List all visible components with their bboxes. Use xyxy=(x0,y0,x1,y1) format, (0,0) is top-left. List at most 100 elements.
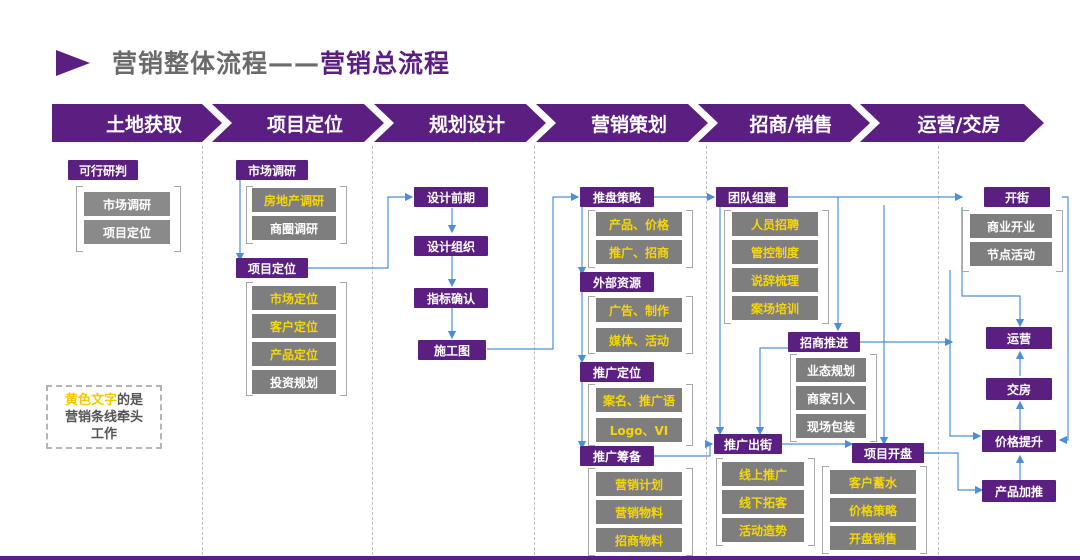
bracket xyxy=(724,210,731,324)
bracket xyxy=(808,458,815,546)
col4-item: 案名、推广语 xyxy=(596,388,682,412)
bracket xyxy=(822,210,829,324)
col6-item: 节点活动 xyxy=(970,242,1052,266)
col4-header: 推盘策略 xyxy=(580,187,654,207)
col4-header: 推广筹备 xyxy=(580,446,654,466)
column-divider xyxy=(706,146,707,560)
col4-item: 营销物料 xyxy=(596,500,682,524)
col1-header: 可行研判 xyxy=(68,160,138,180)
column-divider xyxy=(202,146,203,560)
bracket xyxy=(716,458,723,546)
phase-design: 规划设计 xyxy=(374,104,546,142)
col1-item: 项目定位 xyxy=(84,220,170,244)
col5-item: 业态规划 xyxy=(796,358,866,382)
legend-note: 黄色文字的是 营销条线牵头 工作 xyxy=(46,385,162,449)
bracket xyxy=(686,296,693,354)
col5-item: 线下拓客 xyxy=(722,490,804,514)
col3-step: 设计前期 xyxy=(414,187,488,207)
bracket xyxy=(822,466,829,554)
bottom-bar xyxy=(0,556,1080,560)
bracket xyxy=(246,186,253,244)
col4-item: 广告、制作 xyxy=(596,298,682,322)
col5-item: 案场培训 xyxy=(732,296,818,320)
page-title: 营销整体流程——营销总流程 xyxy=(112,44,450,80)
col5-item: 客户蓄水 xyxy=(830,470,916,494)
col3-step: 设计组织 xyxy=(414,236,488,256)
col5-item: 管控制度 xyxy=(732,240,818,264)
connector xyxy=(305,192,414,269)
bracket xyxy=(246,282,253,396)
phase-label: 规划设计 xyxy=(428,113,505,136)
col2-item: 市场定位 xyxy=(252,286,336,310)
col5-item: 商家引入 xyxy=(796,386,866,410)
bracket xyxy=(686,468,693,556)
col5-item: 线上推广 xyxy=(722,462,804,486)
col5-item: 说辞梳理 xyxy=(732,268,818,292)
connector xyxy=(924,452,984,495)
col5-header-open: 项目开盘 xyxy=(852,443,924,463)
col4-item: 招商物料 xyxy=(596,528,682,552)
bracket xyxy=(870,354,877,442)
bracket xyxy=(920,466,927,554)
col6-product-push: 产品加推 xyxy=(982,480,1056,502)
col4-header: 外部资源 xyxy=(580,272,654,292)
title-arrow-icon xyxy=(56,50,90,76)
col2-item: 投资规划 xyxy=(252,370,336,394)
bracket xyxy=(340,186,347,244)
connector xyxy=(755,347,788,436)
phase-label: 项目定位 xyxy=(266,113,343,136)
phase-land: 土地获取 xyxy=(52,104,222,142)
title-prefix: 营销整体流程—— xyxy=(112,49,321,78)
note-text: 的是 xyxy=(117,392,144,408)
bracket xyxy=(76,186,83,252)
column-divider xyxy=(372,146,373,560)
note-yellow-text: 黄色文字 xyxy=(64,392,117,408)
bracket xyxy=(340,282,347,396)
bracket xyxy=(588,296,595,354)
bracket xyxy=(686,210,693,268)
col6-price-raise: 价格提升 xyxy=(982,430,1056,452)
col4-item: 营销计划 xyxy=(596,472,682,496)
note-text: 营销条线牵头 xyxy=(64,409,143,425)
phase-sales: 招商/销售 xyxy=(698,104,870,142)
phase-label: 营销策划 xyxy=(590,113,667,136)
connector xyxy=(1058,196,1069,445)
col2-item: 房地产调研 xyxy=(252,188,336,212)
col2-header-positioning: 项目定位 xyxy=(236,258,308,278)
bracket xyxy=(174,186,181,252)
col5-item: 现场包装 xyxy=(796,414,866,438)
col5-header-invest: 招商推进 xyxy=(788,332,860,352)
bracket xyxy=(588,384,595,446)
column-divider xyxy=(534,146,535,560)
phase-operation: 运营/交房 xyxy=(860,104,1044,142)
col2-item: 产品定位 xyxy=(252,342,336,366)
col1-item: 市场调研 xyxy=(84,192,170,216)
col6-handover: 交房 xyxy=(986,378,1052,400)
col4-item: Logo、VI xyxy=(596,418,682,442)
title-main: 营销总流程 xyxy=(320,49,451,78)
col5-item: 开盘销售 xyxy=(830,526,916,550)
phase-marketing: 营销策划 xyxy=(536,104,708,142)
col2-item: 客户定位 xyxy=(252,314,336,338)
bracket xyxy=(1056,210,1063,272)
bracket xyxy=(588,210,595,268)
col3-step: 指标确认 xyxy=(414,288,488,308)
col5-item: 活动造势 xyxy=(722,518,804,542)
col3-step: 施工图 xyxy=(418,340,486,360)
col4-item: 媒体、活动 xyxy=(596,328,682,352)
col5-item: 人员招聘 xyxy=(732,212,818,236)
phase-label: 招商/销售 xyxy=(749,113,833,136)
col5-header-promo: 推广出街 xyxy=(714,434,782,454)
col6-header-street: 开街 xyxy=(984,187,1050,207)
col4-header: 推广定位 xyxy=(580,362,654,382)
col2-header-research: 市场调研 xyxy=(236,160,308,180)
col4-item: 产品、价格 xyxy=(596,212,682,236)
col6-operation: 运营 xyxy=(986,327,1052,349)
connector xyxy=(654,439,714,457)
phase-label: 土地获取 xyxy=(105,113,182,136)
bracket xyxy=(686,384,693,446)
col6-item: 商业开业 xyxy=(970,214,1052,238)
connector xyxy=(487,192,580,350)
col2-item: 商圈调研 xyxy=(252,216,336,240)
